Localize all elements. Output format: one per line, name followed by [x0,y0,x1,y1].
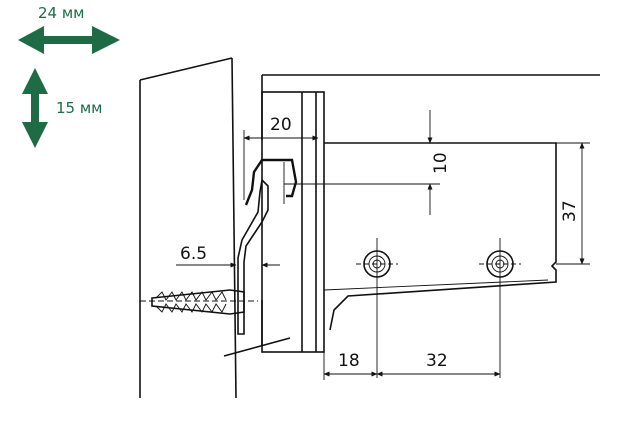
dimension-6-5: 6.5 [176,244,280,268]
legend: 24 мм 15 мм [18,4,120,148]
dimension-37-label: 37 [560,200,580,222]
door-panel [261,74,600,353]
screw-hole-2 [479,238,521,378]
dimension-10: 10 [284,110,451,215]
vertical-size-label: 15 мм [56,99,103,117]
horizontal-size-arrow-icon [18,26,120,54]
dimension-20: 20 [243,115,319,141]
dimension-18-label: 18 [338,351,360,371]
dimension-10-label: 10 [431,152,451,174]
vertical-size-arrow-icon [22,68,48,148]
screw-hole-1 [356,238,398,378]
dimension-6-5-label: 6.5 [180,244,207,264]
dimension-18-32: 18 32 [323,300,501,380]
hinge-plate [323,142,557,378]
horizontal-size-label: 24 мм [38,4,85,22]
dimension-32-label: 32 [426,351,448,371]
mounting-bracket [237,130,298,335]
dimension-37: 37 [556,142,590,265]
cabinet-side-panel [139,57,237,399]
dimension-20-label: 20 [270,115,292,135]
wall-plug [140,289,263,345]
section-break-line [223,337,291,357]
